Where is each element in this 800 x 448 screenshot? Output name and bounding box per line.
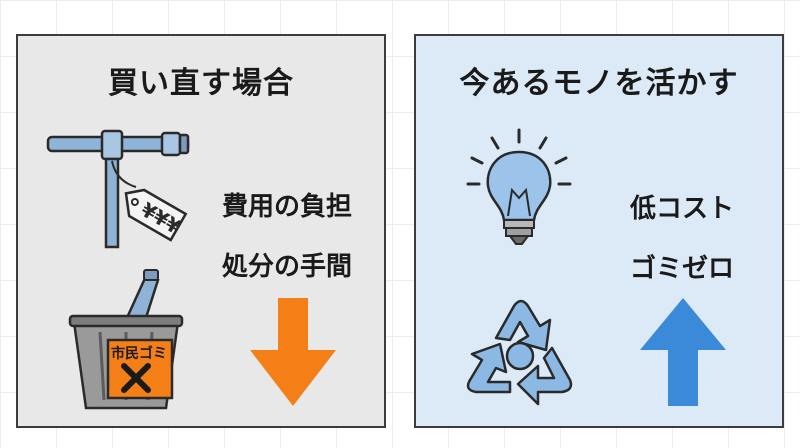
garbage-bag-label: 市民ゴミ	[106, 338, 174, 400]
trash-can-icon: 市民ゴミ	[68, 269, 184, 410]
reuse-panel: 今あるモノを活かす 低コスト ゴミゼロ	[414, 34, 784, 428]
light-bulb-icon	[466, 128, 572, 245]
recycle-icon	[466, 299, 573, 406]
disposal-effort-label: 処分の手間	[222, 252, 353, 282]
rebuy-panel: 買い直す場合 ¥¥¥ 費用の負担 処分の手間 市民ゴミ	[16, 34, 386, 428]
pipe-with-price-tag-icon: ¥¥¥	[46, 129, 190, 249]
rebuy-panel-title: 買い直す場合	[108, 66, 294, 101]
bag-label-text: 市民ゴミ	[111, 345, 167, 362]
zero-waste-label: ゴミゼロ	[630, 254, 735, 284]
up-arrow-icon	[640, 298, 726, 406]
down-arrow-icon	[250, 298, 336, 406]
low-cost-label: 低コスト	[630, 194, 735, 224]
reuse-panel-title: 今あるモノを活かす	[459, 66, 739, 101]
cost-burden-label: 費用の負担	[222, 192, 353, 222]
